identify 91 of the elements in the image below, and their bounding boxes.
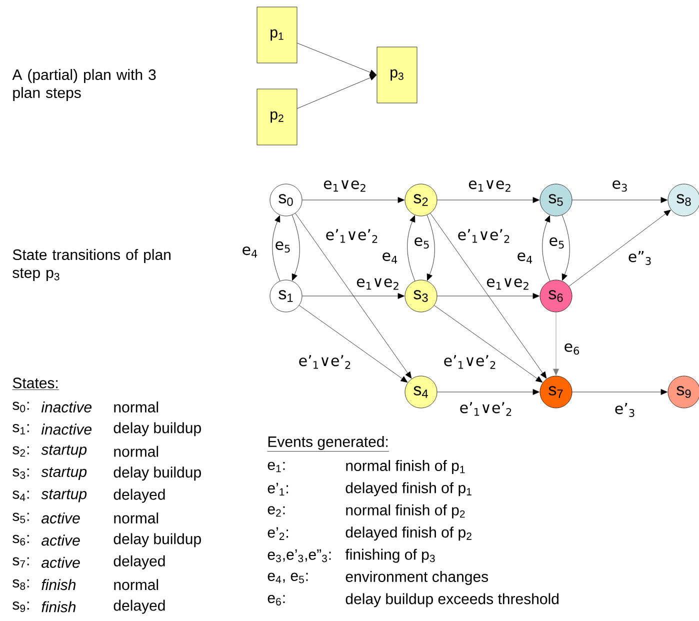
edge-label: e”$_{3}$ — [628, 251, 651, 265]
edge-label: e$_{5}$ — [414, 237, 429, 249]
state-phase: startup — [41, 467, 87, 480]
arrow — [426, 214, 435, 281]
state-id: s$_{2}$: — [12, 446, 29, 457]
state-id: s$_{4}$: — [12, 490, 29, 501]
event-id: e$_{4}$, e$_{5}$: — [268, 572, 308, 584]
arrow — [437, 389, 540, 395]
list-heading: States: — [12, 378, 60, 390]
arrow — [302, 293, 404, 299]
state-id: s$_{8}$: — [12, 579, 29, 590]
edge-label: e’$_{1}$∨e’$_{2}$ — [326, 229, 378, 243]
event-description: normal finish of p$_{2}$ — [346, 504, 465, 518]
state-condition: delay buildup — [114, 533, 201, 548]
event-id: e$_{3}$,e’$_{3}$,e”$_{3}$: — [268, 549, 331, 562]
edge-label: e’$_{1}$∨e’$_{2}$ — [458, 229, 510, 243]
plan-step-box: p$_{3}$ — [376, 46, 418, 104]
list-heading: Events generated: — [267, 436, 390, 452]
arrow — [562, 214, 570, 281]
arrow — [437, 197, 540, 203]
event-description: delayed finish of p$_{1}$ — [346, 482, 472, 496]
state-id: s$_{7}$: — [12, 557, 29, 568]
arrow — [297, 42, 377, 76]
caption-text: State transitions of plan step p$_{3}$ — [12, 249, 170, 281]
state-phase: inactive — [41, 402, 92, 412]
arrow — [299, 305, 408, 383]
arrow — [430, 213, 547, 379]
event-id: e’$_{1}$: — [268, 482, 288, 496]
arrow — [407, 215, 416, 282]
state-phase: inactive — [41, 424, 92, 435]
caption-text: A (partial) plan with 3 plan steps — [12, 69, 156, 101]
event-id: e’$_{2}$: — [268, 527, 288, 540]
edge-label: e$_{4}$ — [518, 252, 532, 264]
edge-label: e$_{1}$∨e$_{2}$ — [324, 180, 366, 192]
edge-label: e$_{1}$∨e$_{2}$ — [468, 180, 510, 192]
event-description: delayed finish of p$_{2}$ — [346, 526, 472, 541]
edge-label: e$_{3}$ — [612, 180, 627, 192]
arrow — [568, 210, 671, 286]
edge-label: e$_{4}$ — [382, 252, 398, 264]
state-id: s$_{9}$: — [12, 602, 29, 612]
state-condition: normal — [114, 446, 158, 457]
event-id: e$_{1}$: — [268, 462, 285, 472]
edge-label: e’$_{1}$∨e’$_{2}$ — [299, 355, 350, 369]
event-id: e$_{2}$: — [268, 506, 285, 517]
state-condition: delayed — [114, 488, 165, 503]
state-id: s$_{3}$: — [12, 468, 29, 479]
event-id: e$_{6}$: — [268, 594, 285, 606]
edge-label: e’$_{3}$ — [615, 403, 634, 417]
arrow — [437, 293, 540, 299]
arrow — [272, 215, 280, 282]
state-id: s$_{1}$: — [12, 424, 29, 434]
edge-label: e’$_{1}$∨e’$_{2}$ — [444, 355, 496, 369]
edge-label: e$_{5}$ — [550, 237, 564, 249]
plan-step-box: p$_{1}$ — [256, 6, 298, 64]
arrow — [302, 197, 404, 203]
state-condition: normal — [114, 512, 158, 524]
state-phase: active — [42, 556, 80, 568]
edge-label: e$_{1}$∨e$_{2}$ — [356, 278, 398, 290]
arrow — [572, 389, 668, 395]
state-phase: startup — [41, 445, 87, 458]
arrow — [553, 312, 559, 376]
event-description: normal finish of p$_{1}$ — [346, 460, 465, 474]
state-condition: delay buildup — [114, 466, 201, 481]
state-phase: startup — [41, 489, 87, 502]
edge-label: e$_{1}$∨e$_{2}$ — [486, 278, 528, 290]
state-condition: delayed — [114, 555, 165, 570]
state-phase: active — [42, 534, 80, 546]
state-condition: delayed — [114, 600, 165, 614]
arrow — [542, 215, 550, 282]
edge-label: e$_{6}$ — [564, 343, 580, 355]
edge-label: e$_{4}$ — [242, 246, 258, 258]
state-id: s$_{0}$: — [12, 402, 29, 412]
arrow — [297, 74, 377, 109]
state-id: s$_{5}$: — [12, 512, 29, 524]
arrow — [292, 214, 300, 281]
event-description: environment changes — [346, 571, 488, 585]
edge-label: e’$_{1}$∨e’$_{2}$ — [460, 402, 512, 416]
event-description: delay buildup exceeds threshold — [346, 593, 558, 608]
state-condition: normal — [114, 402, 158, 412]
arrow — [572, 197, 668, 203]
state-id: s$_{6}$: — [12, 534, 29, 546]
state-phase: active — [42, 512, 80, 524]
state-condition: normal — [114, 579, 158, 590]
state-phase: finish — [42, 601, 76, 612]
plan-step-box: p$_{2}$ — [256, 88, 298, 146]
event-description: finishing of p$_{3}$ — [345, 548, 435, 563]
edge-label: e$_{5}$ — [276, 241, 290, 253]
arrow — [295, 213, 412, 379]
state-condition: delay buildup — [114, 422, 201, 436]
state-phase: finish — [42, 579, 76, 590]
arrow — [434, 305, 543, 383]
